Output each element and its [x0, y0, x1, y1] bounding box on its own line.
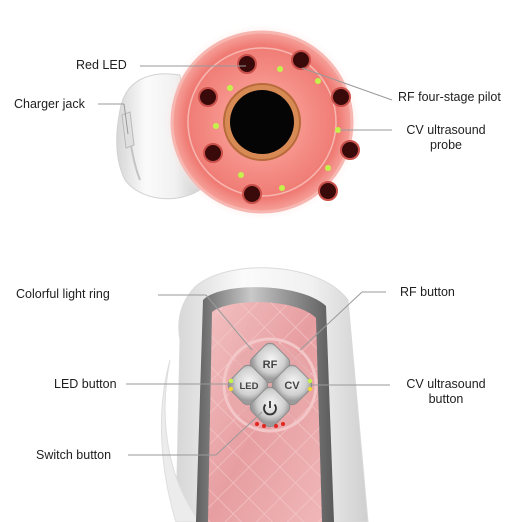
label-cv-button-line1: CV ultrasound: [406, 377, 486, 391]
green-indicator: [307, 378, 313, 384]
label-cv-probe-line2: probe: [430, 138, 462, 152]
green-pilot-light: [335, 127, 341, 133]
label-cv-button-line2: button: [428, 392, 464, 406]
red-led: [331, 87, 351, 107]
label-charger-jack: Charger jack: [14, 97, 85, 111]
red-led: [237, 54, 257, 74]
red-indicator: [255, 422, 259, 426]
red-led: [242, 184, 262, 204]
red-led: [318, 181, 338, 201]
label-rf-four-stage-pilot: RF four-stage pilot: [398, 90, 501, 104]
label-led-button: LED button: [54, 377, 117, 391]
red-indicator: [262, 424, 266, 428]
yellow-indicator: [228, 386, 234, 392]
green-indicator: [228, 378, 234, 384]
bottom-device: RF LED CV: [160, 267, 369, 522]
label-colorful-light-ring: Colorful light ring: [16, 287, 110, 301]
leader-lines: [98, 65, 393, 456]
red-led: [198, 87, 218, 107]
label-cv-ultrasound-button: CV ultrasound button: [396, 377, 496, 407]
red-led: [291, 50, 311, 70]
label-red-led: Red LED: [76, 58, 127, 72]
rf-pilot-lights: [213, 66, 341, 191]
label-switch-button: Switch button: [36, 448, 112, 462]
led-button-text[interactable]: LED: [240, 381, 259, 392]
red-led: [203, 143, 223, 163]
green-pilot-light: [279, 185, 285, 191]
charger-jack: [121, 111, 135, 149]
top-device: [116, 24, 360, 220]
red-led-ring: [198, 50, 360, 204]
green-pilot-light: [227, 85, 233, 91]
cv-ultrasound-probe: [230, 90, 294, 154]
label-rf-button: RF button: [400, 285, 455, 299]
label-cv-probe-line1: CV ultrasound: [406, 123, 486, 137]
green-pilot-light: [325, 165, 331, 171]
rf-button-text[interactable]: RF: [263, 359, 278, 371]
power-icon[interactable]: [263, 401, 277, 416]
red-led: [340, 140, 360, 160]
red-indicator: [281, 422, 285, 426]
green-pilot-light: [315, 78, 321, 84]
yellow-indicator: [307, 386, 313, 392]
label-cv-ultrasound-probe: CV ultrasound probe: [398, 123, 494, 153]
green-pilot-light: [277, 66, 283, 72]
green-pilot-light: [238, 172, 244, 178]
cv-button-text[interactable]: CV: [284, 380, 300, 392]
green-pilot-light: [213, 123, 219, 129]
indicator-leds: [228, 378, 313, 428]
red-indicator: [274, 424, 278, 428]
